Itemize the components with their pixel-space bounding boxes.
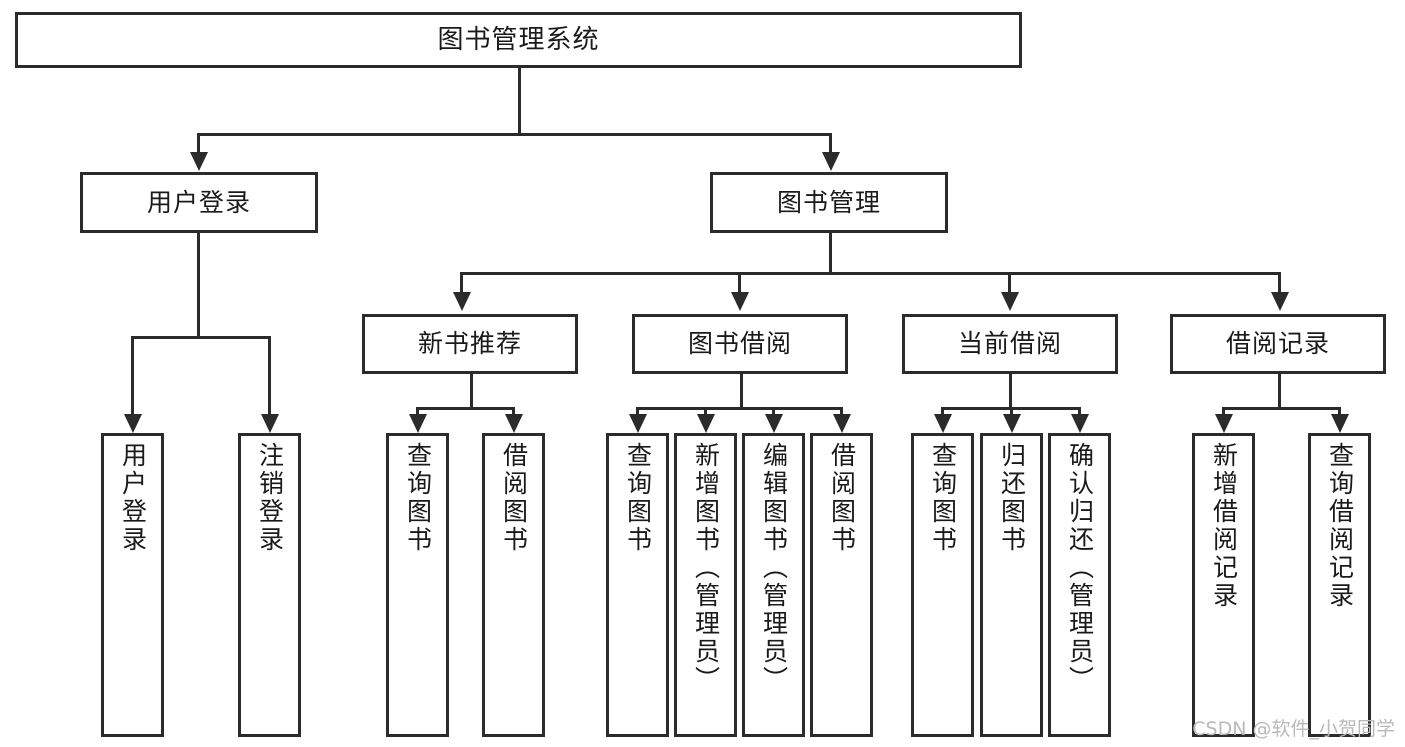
connector-borrow-record-to-leaf-1: [1222, 407, 1225, 416]
connector-new-book-bus: [416, 407, 515, 410]
arrowhead-book-borrow-to-leaf-3: [765, 414, 783, 433]
leaf-borrowrecord-add-record[interactable]: 新增借阅记录: [1192, 433, 1255, 737]
connector-book-management-bus: [460, 272, 1281, 275]
connector-bm-to-book-borrow: [738, 272, 741, 294]
arrowhead-bm-to-book-borrow: [731, 292, 749, 311]
connector-book-borrow-stem: [740, 374, 743, 407]
leaf-label: 注销登录: [255, 442, 285, 554]
leaf-label: 归还图书: [997, 442, 1027, 554]
connector-bm-to-current-borrow: [1008, 272, 1011, 294]
connector-book-borrow-to-leaf-1: [636, 407, 639, 416]
leaf-label: 确认归还（管理员）: [1065, 442, 1095, 694]
leaf-user-login[interactable]: 用户登录: [101, 433, 164, 737]
leaf-label: 新增图书（管理员）: [691, 442, 721, 694]
leaf-logout[interactable]: 注销登录: [238, 433, 301, 737]
leaf-newbook-query-book[interactable]: 查询图书: [386, 433, 449, 737]
leaf-borrowrecord-query-record[interactable]: 查询借阅记录: [1308, 433, 1371, 737]
arrowhead-current-borrow-to-leaf-3: [1071, 414, 1089, 433]
node-label: 借阅记录: [1225, 329, 1330, 359]
node-label: 图书管理: [776, 187, 881, 217]
arrowhead-new-book-to-leaf-2: [505, 414, 523, 433]
arrowhead-bm-to-current-borrow: [1001, 292, 1019, 311]
arrowhead-book-borrow-to-leaf-2: [697, 414, 715, 433]
connector-new-book-stem: [470, 374, 473, 407]
arrowhead-user-login-to-leaf-1: [124, 414, 142, 433]
connector-current-borrow-to-leaf-2: [1010, 407, 1013, 416]
arrowhead-borrow-record-to-leaf-1: [1215, 414, 1233, 433]
node-borrow-record[interactable]: 借阅记录: [1170, 314, 1386, 374]
node-root-book-management-system[interactable]: 图书管理系统: [15, 12, 1022, 68]
connector-borrow-record-bus: [1222, 407, 1338, 410]
connector-book-borrow-to-leaf-2: [704, 407, 707, 416]
connector-borrow-record-to-leaf-2: [1338, 407, 1341, 416]
leaf-bookborrow-query-book[interactable]: 查询图书: [606, 433, 669, 737]
node-user-login[interactable]: 用户登录: [80, 172, 318, 233]
node-label: 当前借阅: [957, 329, 1062, 359]
arrowhead-root-to-user-login: [190, 152, 208, 171]
node-book-borrow[interactable]: 图书借阅: [632, 314, 848, 374]
node-label: 图书管理系统: [437, 24, 600, 55]
watermark-csdn: CSDN @软件_小贺同学: [1192, 718, 1395, 740]
connector-current-borrow-to-leaf-1: [941, 407, 944, 416]
arrowhead-user-login-to-leaf-2: [261, 414, 279, 433]
leaf-label: 查询图书: [403, 442, 433, 554]
connector-new-book-to-leaf-1: [416, 407, 419, 416]
connector-bm-to-borrow-record: [1278, 272, 1281, 294]
leaf-bookborrow-edit-book-admin[interactable]: 编辑图书（管理员）: [742, 433, 805, 737]
connector-root-bus: [197, 133, 831, 136]
arrowhead-book-borrow-to-leaf-1: [629, 414, 647, 433]
connector-book-borrow-to-leaf-3: [772, 407, 775, 416]
leaf-bookborrow-add-book-admin[interactable]: 新增图书（管理员）: [674, 433, 737, 737]
connector-user-login-to-leaf-1: [131, 336, 134, 416]
node-label: 图书借阅: [687, 329, 792, 359]
leaf-label: 用户登录: [118, 442, 148, 554]
connector-user-login-stem: [197, 233, 200, 336]
leaf-currentborrow-query-book[interactable]: 查询图书: [911, 433, 974, 737]
node-label: 用户登录: [146, 187, 251, 217]
arrowhead-book-borrow-to-leaf-4: [833, 414, 851, 433]
leaf-currentborrow-confirm-return-admin[interactable]: 确认归还（管理员）: [1048, 433, 1111, 737]
arrowhead-new-book-to-leaf-1: [409, 414, 427, 433]
connector-current-borrow-stem: [1009, 374, 1012, 407]
connector-new-book-to-leaf-2: [512, 407, 515, 416]
leaf-label: 查询借阅记录: [1325, 442, 1355, 610]
connector-book-borrow-bus: [636, 407, 843, 410]
connector-user-login-to-leaf-2: [268, 336, 271, 416]
connector-bm-to-new-book: [460, 272, 463, 294]
leaf-currentborrow-return-book[interactable]: 归还图书: [980, 433, 1043, 737]
node-label: 新书推荐: [417, 329, 522, 359]
leaf-label: 查询图书: [928, 442, 958, 554]
node-book-management[interactable]: 图书管理: [710, 172, 948, 233]
leaf-label: 查询图书: [623, 442, 653, 554]
node-new-book-recommend[interactable]: 新书推荐: [362, 314, 578, 374]
connector-root-stem: [518, 68, 521, 133]
leaf-bookborrow-borrow-book[interactable]: 借阅图书: [810, 433, 873, 737]
connector-borrow-record-stem: [1278, 374, 1281, 407]
connector-book-borrow-to-leaf-4: [840, 407, 843, 416]
arrowhead-bm-to-new-book: [453, 292, 471, 311]
arrowhead-current-borrow-to-leaf-2: [1003, 414, 1021, 433]
leaf-newbook-borrow-book[interactable]: 借阅图书: [482, 433, 545, 737]
arrowhead-bm-to-borrow-record: [1271, 292, 1289, 311]
arrowhead-borrow-record-to-leaf-2: [1331, 414, 1349, 433]
connector-current-borrow-to-leaf-3: [1078, 407, 1081, 416]
leaf-label: 新增借阅记录: [1209, 442, 1239, 610]
leaf-label: 借阅图书: [499, 442, 529, 554]
node-current-borrow[interactable]: 当前借阅: [902, 314, 1118, 374]
connector-book-management-stem: [829, 233, 832, 272]
connector-root-to-book-management: [829, 133, 832, 155]
arrowhead-root-to-book-management: [822, 152, 840, 171]
connector-user-login-bus: [131, 336, 268, 339]
arrowhead-current-borrow-to-leaf-1: [934, 414, 952, 433]
connector-root-to-user-login: [197, 133, 200, 155]
leaf-label: 编辑图书（管理员）: [759, 442, 789, 694]
leaf-label: 借阅图书: [827, 442, 857, 554]
